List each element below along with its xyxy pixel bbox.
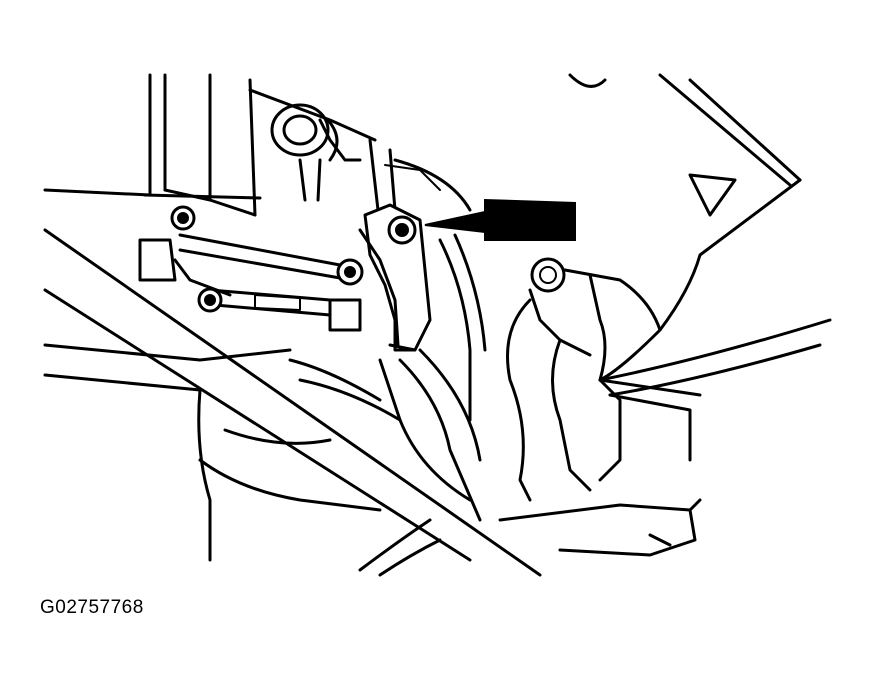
cable-bracket	[358, 203, 432, 352]
pointer-arrow	[424, 198, 576, 241]
bracket-bolt	[387, 215, 417, 245]
transmission-housing	[143, 73, 472, 217]
lower-case	[43, 233, 487, 577]
figure-code: G02757768	[40, 597, 144, 618]
lower-mount-bracket	[498, 318, 832, 557]
linkage-bolt-lower	[197, 287, 223, 313]
linkage-bolt-left	[170, 205, 196, 231]
engine-mount	[506, 257, 702, 502]
housing-boss	[270, 103, 339, 162]
shift-linkage-rod	[138, 233, 362, 332]
linkage-nut-mid	[336, 258, 364, 286]
crossmember	[43, 188, 542, 577]
